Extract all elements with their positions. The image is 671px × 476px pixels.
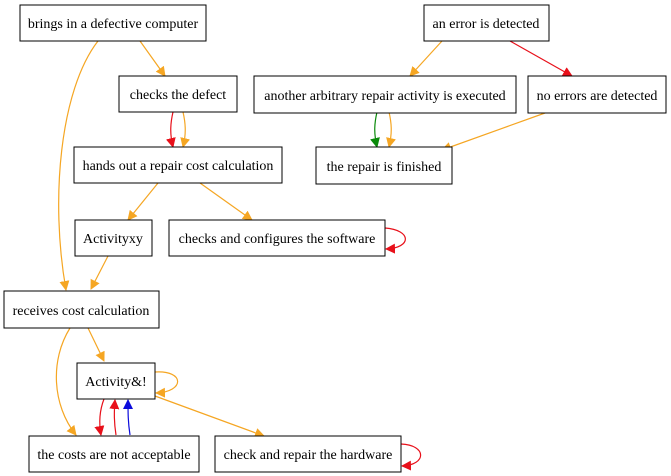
edge-activity-amp-to-costs-not-ok bbox=[94, 398, 105, 436]
svg-text:the costs are not acceptable: the costs are not acceptable bbox=[37, 448, 190, 463]
edge-receives-to-activity-amp bbox=[87, 327, 105, 362]
edge-arbitrary-to-finished-green bbox=[370, 111, 380, 148]
edge-costs-not-ok-to-activity-amp-blue bbox=[123, 399, 134, 436]
edge-cost-calc-to-software bbox=[199, 182, 253, 221]
edge-no-errors-to-finished bbox=[441, 112, 546, 152]
svg-text:another arbitrary repair activ: another arbitrary repair activity is exe… bbox=[264, 89, 505, 104]
node-defective: brings in a defective computer bbox=[19, 4, 207, 42]
svg-text:Activityxy: Activityxy bbox=[83, 232, 143, 247]
edge-receives-to-costs-not-ok bbox=[55, 327, 77, 436]
edge-checks-defect-to-cost-calc-red bbox=[165, 111, 176, 148]
node-hardware: check and repair the hardware bbox=[214, 435, 402, 473]
edge-activityxy-to-receives bbox=[90, 255, 109, 290]
svg-text:checks and configures the soft: checks and configures the software bbox=[179, 232, 376, 247]
edge-error-detected-to-arbitrary bbox=[409, 40, 443, 77]
node-finished: the repair is finished bbox=[315, 146, 453, 185]
node-no-errors: no errors are detected bbox=[527, 75, 667, 114]
svg-text:the repair is finished: the repair is finished bbox=[327, 160, 442, 175]
svg-text:Activity&!: Activity&! bbox=[85, 375, 146, 390]
node-activityxy: Activityxy bbox=[74, 219, 153, 257]
edge-arbitrary-to-finished-orange bbox=[386, 111, 396, 148]
edge-activity-amp-to-hardware bbox=[154, 395, 265, 438]
node-software: checks and configures the software bbox=[168, 219, 386, 257]
edge-error-detected-to-no-errors bbox=[509, 40, 573, 77]
edge-activity-amp-self-loop bbox=[154, 371, 179, 398]
edge-hardware-self-loop bbox=[400, 443, 422, 471]
node-activity-amp: Activity&! bbox=[76, 362, 156, 400]
node-error-detected: an error is detected bbox=[423, 4, 550, 42]
node-checks-defect: checks the defect bbox=[118, 75, 238, 113]
node-costs-not-ok: the costs are not acceptable bbox=[28, 435, 200, 473]
edge-checks-defect-to-cost-calc-orange bbox=[180, 111, 191, 148]
node-arbitrary: another arbitrary repair activity is exe… bbox=[253, 75, 517, 114]
edge-defective-to-checks-defect bbox=[139, 40, 166, 77]
node-cost-calc: hands out a repair cost calculation bbox=[73, 146, 283, 184]
svg-text:brings in a defective computer: brings in a defective computer bbox=[28, 17, 199, 32]
svg-text:hands out a repair cost calcul: hands out a repair cost calculation bbox=[83, 159, 274, 174]
node-receives: receives cost calculation bbox=[3, 290, 160, 329]
svg-text:receives cost calculation: receives cost calculation bbox=[13, 304, 150, 319]
edge-defective-to-receives bbox=[58, 40, 99, 291]
svg-text:an error is detected: an error is detected bbox=[433, 17, 540, 32]
svg-text:no errors are detected: no errors are detected bbox=[537, 89, 658, 104]
edge-costs-not-ok-to-activity-amp-red bbox=[109, 399, 120, 436]
edge-software-self-loop bbox=[384, 227, 406, 254]
svg-text:checks the defect: checks the defect bbox=[130, 88, 226, 103]
edge-cost-calc-to-activityxy bbox=[127, 182, 159, 221]
svg-text:check and repair the hardware: check and repair the hardware bbox=[224, 448, 393, 463]
